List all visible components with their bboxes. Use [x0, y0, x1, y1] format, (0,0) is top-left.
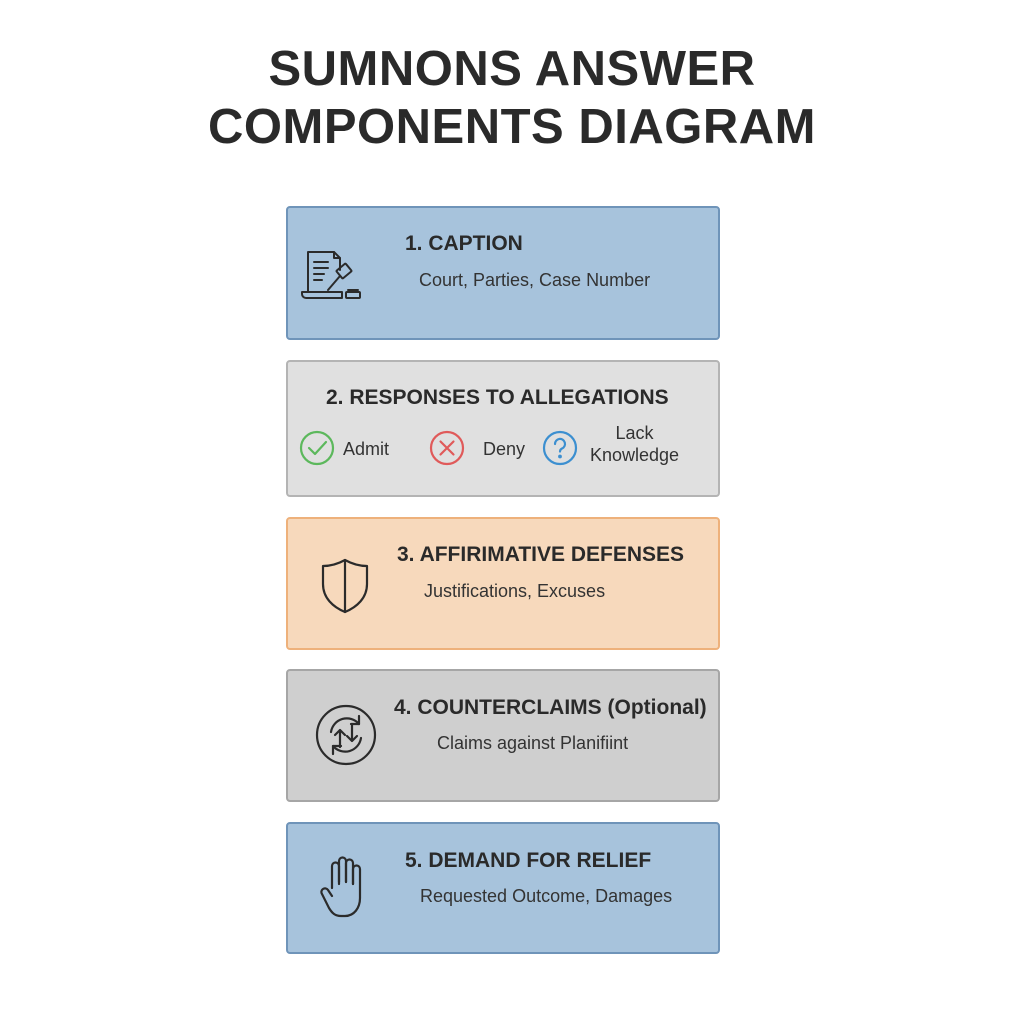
counterclaims-subtitle: Claims against Planifiint [437, 733, 629, 753]
affirmative-defenses-subtitle: Justifications, Excuses [424, 581, 606, 601]
swap-arrows-icon [313, 702, 379, 768]
affirmative-defenses-box: 3. AFFIRIMATIVE DEFENSES Justifications,… [286, 517, 720, 650]
caption-subtitle: Court, Parties, Case Number [419, 270, 651, 290]
admit-label: Admit [343, 439, 390, 459]
title-line-1: SUMNONS ANSWER [268, 42, 756, 96]
question-circle-icon [541, 429, 579, 467]
demand-for-relief-subtitle: Requested Outcome, Damages [420, 886, 673, 906]
lack-knowledge-label: Lack Knowledge [590, 422, 679, 466]
lack-knowledge-line-2: Knowledge [590, 445, 680, 465]
affirmative-defenses-heading: 3. AFFIRIMATIVE DEFENSES [397, 543, 685, 566]
lack-knowledge-line-1: Lack [615, 423, 654, 443]
check-circle-icon [298, 429, 336, 467]
responses-box: 2. RESPONSES TO ALLEGATIONS Admit Deny L… [286, 360, 720, 497]
demand-for-relief-box: 5. DEMAND FOR RELIEF Requested Outcome, … [286, 822, 720, 954]
caption-box: 1. CAPTION Court, Parties, Case Number [286, 206, 720, 340]
deny-label: Deny [483, 439, 526, 459]
shield-icon [318, 556, 372, 616]
document-gavel-icon [298, 242, 362, 306]
title-line-2: COMPONENTS DIAGRAM [208, 100, 816, 154]
page-title: SUMNONS ANSWER COMPONENTS DIAGRAM [0, 40, 1024, 156]
raised-hand-icon [318, 854, 372, 922]
x-circle-icon [428, 429, 466, 467]
caption-heading: 1. CAPTION [405, 232, 523, 255]
responses-heading: 2. RESPONSES TO ALLEGATIONS [326, 386, 669, 409]
counterclaims-box: 4. COUNTERCLAIMS (Optional) Claims again… [286, 669, 720, 802]
demand-for-relief-heading: 5. DEMAND FOR RELIEF [405, 849, 652, 872]
counterclaims-heading: 4. COUNTERCLAIMS (Optional) [394, 696, 707, 719]
